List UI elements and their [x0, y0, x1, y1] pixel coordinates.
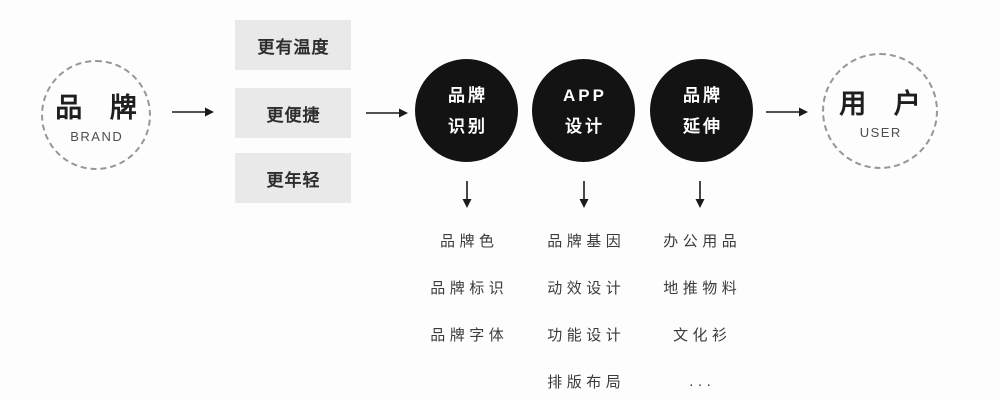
user-title: 用 户 — [839, 89, 931, 119]
stage-items-brand-identity: 品牌色 品牌标识 品牌字体 — [377, 217, 557, 358]
quality-label: 更便捷 — [266, 105, 321, 125]
quality-label: 更年轻 — [266, 170, 321, 190]
stage-item: 功能设计 — [547, 327, 626, 344]
stage-item: 排版布局 — [547, 374, 626, 391]
arrow-down-icon — [695, 181, 705, 208]
arrow-right-icon — [366, 108, 408, 118]
stage-label-line1: 品牌 — [683, 85, 723, 105]
quality-box-youth: 更年轻 — [235, 153, 351, 203]
stage-label-line2: 设计 — [565, 116, 605, 136]
quality-label: 更有温度 — [257, 37, 330, 57]
stage-items-app-design: 品牌基因 动效设计 功能设计 排版布局 — [494, 217, 674, 401]
user-subtitle: USER — [859, 125, 902, 140]
stage-item: 动效设计 — [547, 280, 626, 297]
arrow-down-icon — [579, 181, 589, 208]
stage-label-line2: 延伸 — [683, 116, 723, 136]
stage-label-line1: 品牌 — [448, 85, 488, 105]
stage-item: 品牌基因 — [547, 233, 626, 250]
arrow-right-icon — [766, 107, 808, 117]
stage-item: 文化衫 — [672, 327, 732, 344]
stage-item: 品牌色 — [439, 233, 499, 250]
stage-item: 品牌标识 — [430, 280, 509, 297]
stage-label-line1: APP — [563, 85, 607, 105]
stage-circle-brand-extension: 品牌 延伸 — [650, 59, 753, 162]
arrow-down-icon — [462, 181, 472, 208]
stage-label-line2: 识别 — [448, 116, 488, 136]
stage-item: 地推物料 — [663, 280, 742, 297]
stage-item: ... — [689, 373, 716, 390]
stage-items-brand-extension: 办公用品 地推物料 文化衫 ... — [610, 217, 790, 401]
quality-box-warmth: 更有温度 — [235, 20, 351, 70]
stage-item: 办公用品 — [663, 233, 742, 250]
brand-node: 品 牌 BRAND — [41, 60, 151, 170]
arrow-right-icon — [172, 107, 214, 117]
quality-box-convenience: 更便捷 — [235, 88, 351, 138]
brand-title: 品 牌 — [55, 93, 147, 123]
user-node: 用 户 USER — [822, 53, 938, 169]
stage-circle-app-design: APP 设计 — [532, 59, 635, 162]
stage-circle-brand-identity: 品牌 识别 — [415, 59, 518, 162]
brand-subtitle: BRAND — [70, 129, 124, 144]
stage-item: 品牌字体 — [430, 327, 509, 344]
